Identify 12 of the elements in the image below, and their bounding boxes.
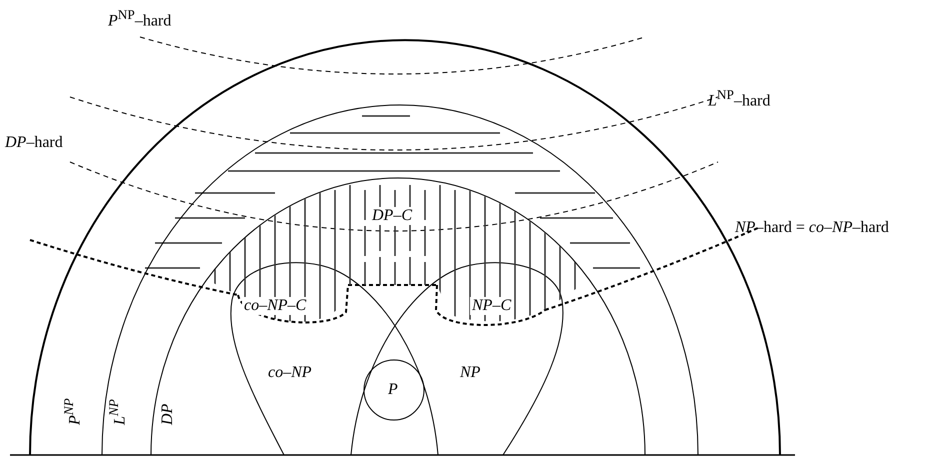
set-circle: [364, 360, 424, 420]
hardness-label: NP–hard = co–NP–hard: [735, 220, 889, 236]
set-label: DP: [160, 404, 176, 425]
hardness-label: L$^{NP}$–hard: [708, 88, 770, 110]
hardness-label: P$^{NP}$–hard: [108, 8, 172, 30]
hardness-label: DP–hard: [5, 135, 63, 151]
set-label: co–NP–C: [242, 297, 308, 315]
set-label: NP–C: [470, 297, 514, 315]
set-label: NP: [460, 365, 480, 381]
set-label: P: [388, 382, 398, 398]
set-label: co–NP: [268, 365, 312, 381]
set-label: DP–C: [370, 207, 414, 225]
